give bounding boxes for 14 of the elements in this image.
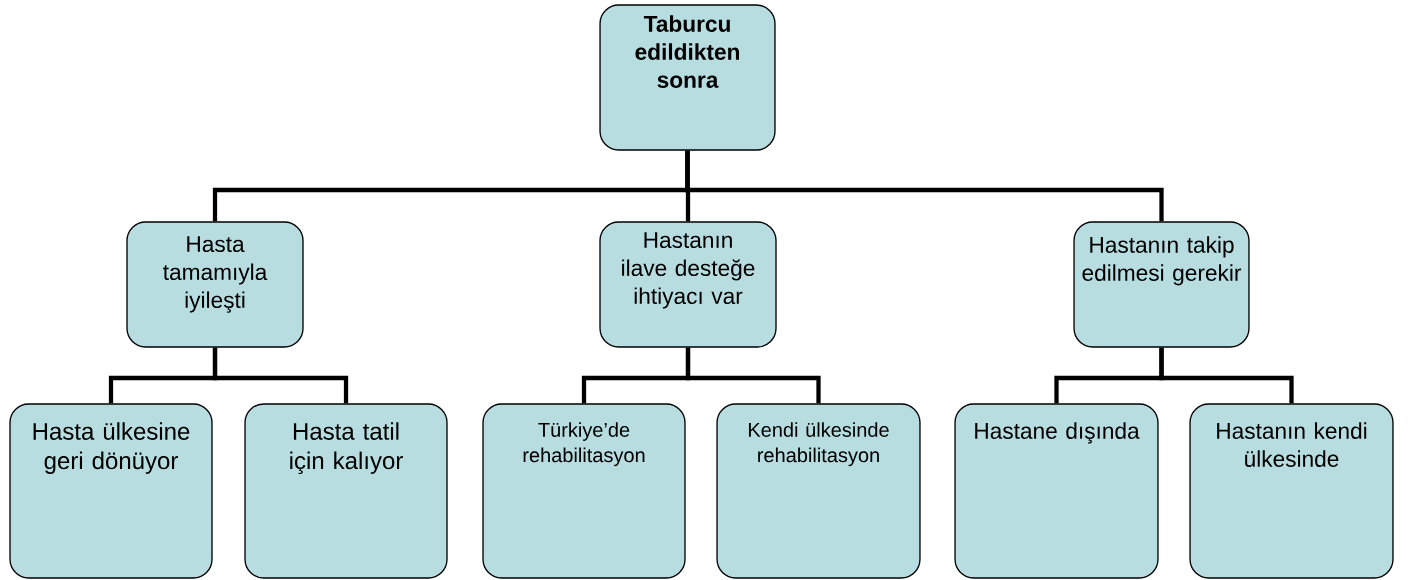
process-box: Hastanın takip edilmesi gerekir xyxy=(1073,221,1250,348)
process-box: Taburcu edildikten sonra xyxy=(599,4,776,151)
process-box: Kendi ülkesinde rehabilitasyon xyxy=(716,403,921,579)
process-box: Hasta tatil için kalıyor xyxy=(244,403,448,579)
process-box: Hasta tamamıyla iyileşti xyxy=(126,221,304,348)
process-box: Hasta ülkesine geri dönüyor xyxy=(9,403,213,579)
connector-line xyxy=(685,150,1164,222)
process-box: Hastane dışında xyxy=(954,403,1159,579)
connector-line xyxy=(685,347,821,404)
process-box: Hastanın kendi ülkesinde xyxy=(1189,403,1394,579)
connector-line xyxy=(1159,347,1294,404)
connector-line xyxy=(212,347,349,404)
process-box: Türkiye’de rehabilitasyon xyxy=(482,403,686,579)
process-box: Hastanın ilave desteğe ihtiyacı var xyxy=(599,221,777,348)
